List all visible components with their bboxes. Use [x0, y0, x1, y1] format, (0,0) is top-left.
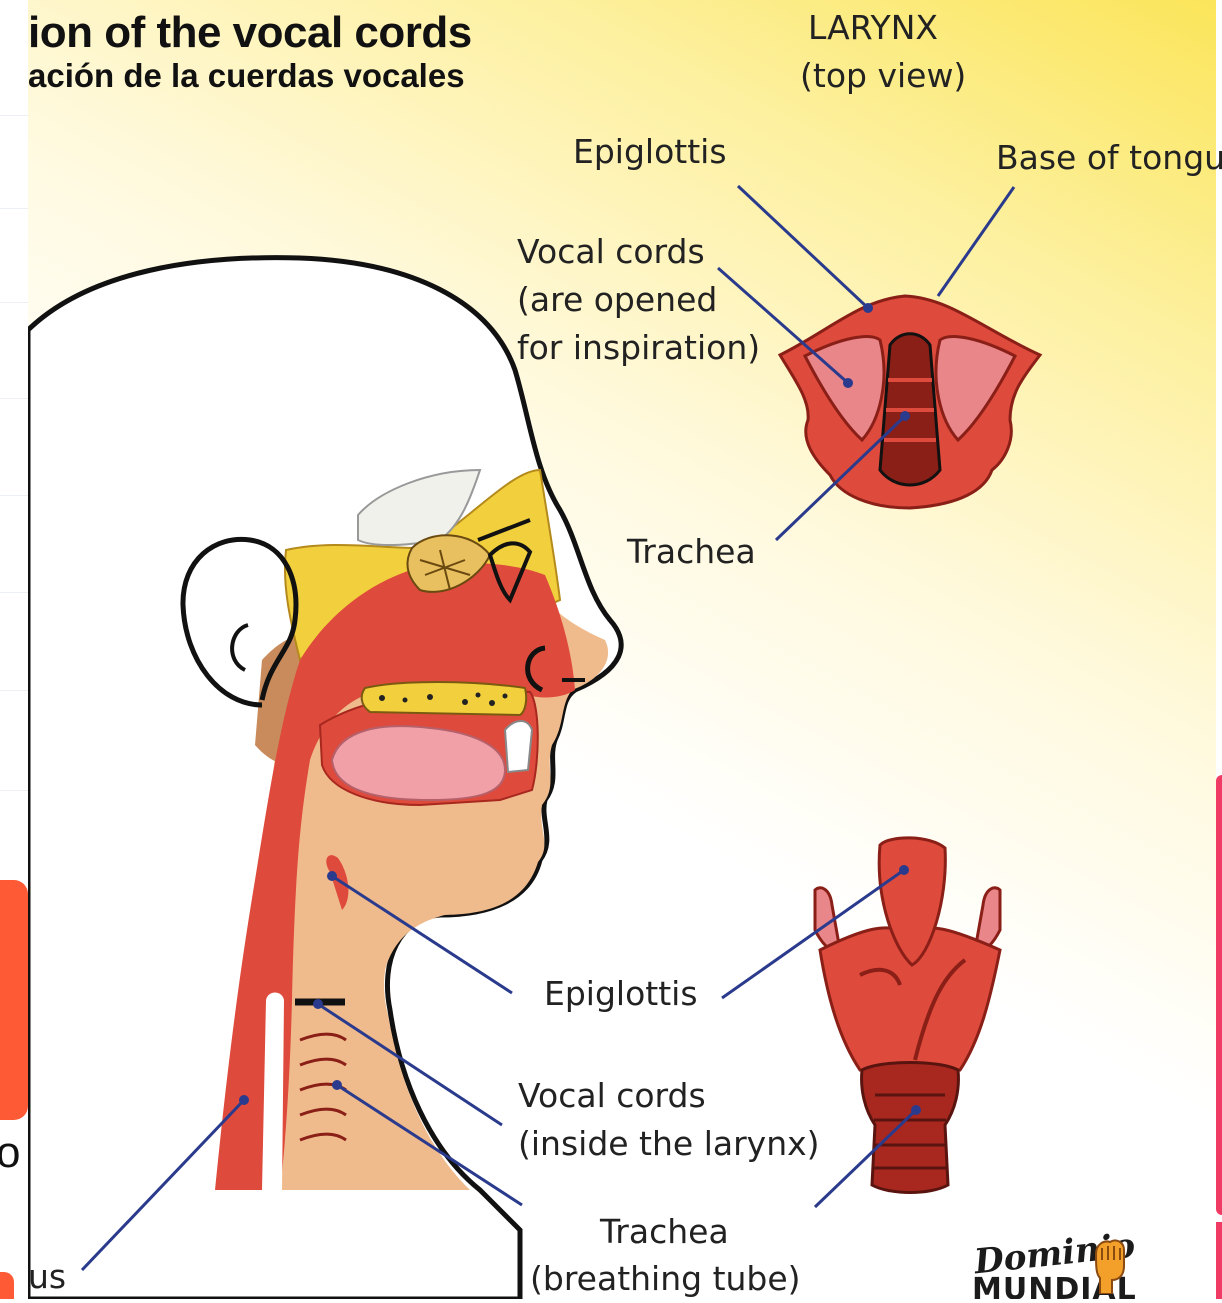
- label-trachea-bottom-2: (breathing tube): [530, 1255, 801, 1303]
- larynx-front-view: [815, 838, 1000, 1193]
- label-trachea-top: Trachea: [627, 528, 756, 576]
- label-base-of-tongue: Base of tongu: [996, 134, 1222, 182]
- raised-fist-icon: [1090, 1236, 1130, 1294]
- larynx-heading: LARYNX: [808, 4, 938, 52]
- label-vocal-cords-inside-2: (inside the larynx): [518, 1120, 820, 1168]
- title-spanish: ación de la cuerdas vocales: [28, 56, 472, 96]
- label-trachea-bottom-1: Trachea: [600, 1208, 729, 1256]
- larynx-subheading: (top view): [800, 52, 966, 100]
- label-vocal-cords-inside-1: Vocal cords: [518, 1072, 706, 1120]
- pink-side-card: [1216, 775, 1222, 1215]
- label-esophagus-partial: us: [28, 1253, 66, 1301]
- title-english: ion of the vocal cords: [28, 10, 472, 56]
- label-vocal-cords-open-2: (are opened: [517, 276, 717, 324]
- brand-logo: Dominio MUNDIAL: [968, 1228, 1158, 1299]
- larynx-top-view: [780, 296, 1040, 508]
- label-vocal-cords-open-3: for inspiration): [517, 324, 760, 372]
- figure-title: ion of the vocal cords ación de la cuerd…: [28, 10, 472, 96]
- front-teeth: [505, 721, 532, 772]
- label-epiglottis-top: Epiglottis: [573, 128, 727, 176]
- orange-side-card: [0, 880, 28, 1120]
- left-edge-glyph: o: [0, 1128, 20, 1178]
- label-vocal-cords-open-1: Vocal cords: [517, 228, 705, 276]
- hard-palate: [362, 682, 526, 715]
- right-edge: [1216, 0, 1222, 775]
- orange-corner-card: [0, 1272, 14, 1299]
- label-epiglottis-side: Epiglottis: [544, 970, 698, 1018]
- pink-side-card-lower: [1216, 1222, 1222, 1299]
